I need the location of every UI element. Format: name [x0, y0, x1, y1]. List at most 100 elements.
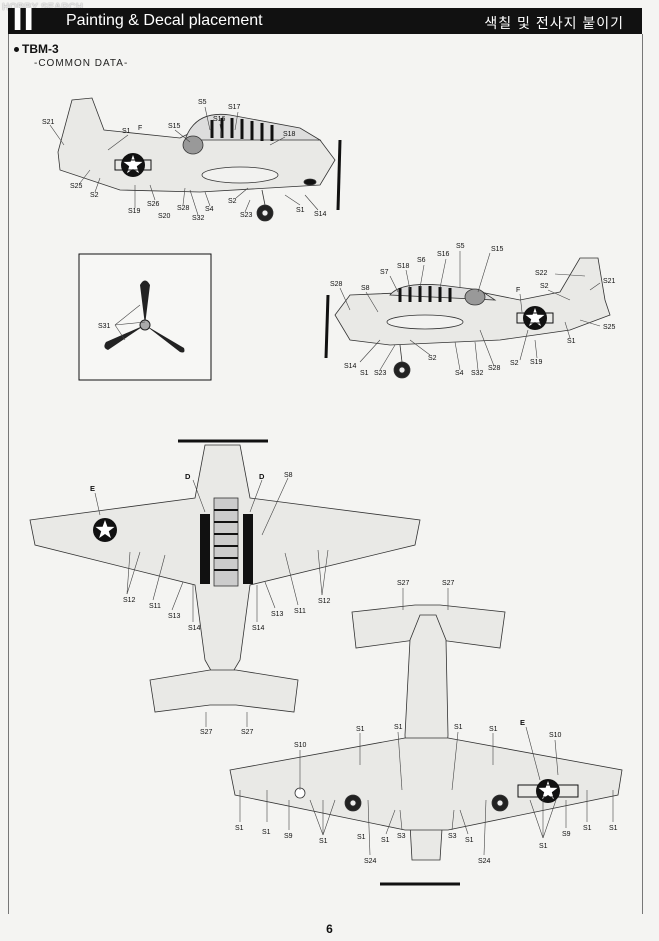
label-e: E — [90, 484, 95, 493]
label-s2b: S2 — [228, 198, 237, 205]
label-s17: S17 — [228, 104, 241, 111]
label-s1-j: S1 — [539, 843, 548, 850]
label-s14: S14 — [344, 363, 357, 370]
label-s21: S21 — [603, 278, 616, 285]
label-s1-l: S1 — [609, 825, 618, 832]
label-s1-k: S1 — [583, 825, 592, 832]
top-view-labels: D D S8 E S12 S11 S13 S14 S14 S13 S11 S12… — [90, 472, 331, 736]
wing-star-top — [93, 518, 117, 542]
label-s1-e: S1 — [235, 825, 244, 832]
label-s28b: S28 — [488, 365, 501, 372]
label-e: E — [520, 718, 525, 727]
label-s5: S5 — [456, 243, 465, 250]
label-s3b: S3 — [448, 833, 457, 840]
insignia-bar-outline — [517, 784, 579, 798]
label-s1-b: S1 — [394, 724, 403, 731]
label-s1-a: S1 — [356, 726, 365, 733]
label-s12b: S12 — [318, 598, 331, 605]
label-s1-f: S1 — [262, 829, 271, 836]
label-s28: S28 — [177, 205, 190, 212]
label-s1-d: S1 — [489, 726, 498, 733]
label-s27b: S27 — [241, 729, 254, 736]
label-s5: S5 — [198, 99, 207, 106]
bottom-view-aircraft — [229, 604, 623, 886]
label-s13: S13 — [168, 613, 181, 620]
label-s10b: S10 — [549, 732, 562, 739]
label-s16: S16 — [437, 251, 450, 258]
label-s27: S27 — [397, 580, 410, 587]
label-s1-c: S1 — [454, 724, 463, 731]
label-s2b: S2 — [428, 355, 437, 362]
label-s1-h: S1 — [381, 837, 390, 844]
label-s12: S12 — [123, 597, 136, 604]
label-s13b: S13 — [271, 611, 284, 618]
label-s1: S1 — [567, 338, 576, 345]
label-s6: S6 — [417, 257, 426, 264]
label-s7: S7 — [380, 269, 389, 276]
propeller-leader-lines — [114, 304, 146, 341]
label-s27: S27 — [200, 729, 213, 736]
label-s2c: S2 — [510, 360, 519, 367]
label-s24: S24 — [364, 858, 377, 865]
label-s1-m: S1 — [357, 834, 366, 841]
bottom-view-labels: S27 S27 S1 S1 S1 S1 S10 E S10 S1 S1 S9 S… — [235, 580, 618, 865]
side-view-right-profile — [324, 257, 611, 379]
wing-star-bottom — [536, 779, 560, 803]
label-s25: S25 — [70, 183, 83, 190]
label-s20: S20 — [158, 213, 171, 220]
label-s27b: S27 — [442, 580, 455, 587]
label-s19: S19 — [530, 359, 543, 366]
page-frame — [8, 34, 643, 914]
common-data-subtitle: -COMMON DATA- — [34, 58, 129, 69]
label-s25: S25 — [603, 324, 616, 331]
label-f: F — [138, 125, 142, 132]
national-insignia-star — [121, 153, 145, 177]
label-s14: S14 — [188, 625, 201, 632]
section-title-korean: 색칠 및 전사지 붙이기 — [484, 15, 624, 31]
side-view-left-profile — [57, 97, 342, 222]
label-s23: S23 — [240, 212, 253, 219]
label-s16: S16 — [213, 116, 226, 123]
national-insignia-star-right — [523, 306, 547, 330]
label-s8: S8 — [284, 472, 293, 479]
label-s15: S15 — [168, 123, 181, 130]
label-s19: S19 — [128, 208, 141, 215]
label-s1b: S1 — [296, 207, 305, 214]
label-s18: S18 — [283, 131, 296, 138]
label-s2: S2 — [90, 192, 99, 199]
label-s4: S4 — [455, 370, 464, 377]
label-s28: S28 — [330, 281, 343, 288]
label-s1-g: S1 — [319, 838, 328, 845]
top-view-leader-lines — [94, 477, 329, 727]
label-s14: S14 — [314, 211, 327, 218]
section-title-english: Painting & Decal placement — [66, 12, 263, 29]
view1-leader-lines — [49, 106, 319, 216]
label-s22: S22 — [535, 270, 548, 277]
section-number: II — [12, 3, 35, 38]
label-s26: S26 — [147, 201, 160, 208]
label-s2: S2 — [540, 283, 549, 290]
stripe-d-left — [200, 514, 210, 584]
propeller-drawing — [104, 280, 185, 353]
label-s24b: S24 — [478, 858, 491, 865]
label-f: F — [516, 287, 520, 294]
label-d-right: D — [259, 472, 265, 481]
label-s14b: S14 — [252, 625, 265, 632]
page-number: 6 — [326, 922, 333, 936]
label-s8: S8 — [361, 285, 370, 292]
label-d-left: D — [185, 472, 191, 481]
label-s1b: S1 — [360, 370, 369, 377]
bottom-view-leader-lines — [239, 588, 614, 856]
view1-labels: S21 S1 F S15 S5 S16 S17 S18 S25 S2 S19 S… — [42, 99, 327, 222]
aircraft-name: TBM-3 — [22, 42, 59, 56]
label-s11b: S11 — [294, 608, 306, 615]
view2-leader-lines — [339, 251, 601, 371]
label-s1-i: S1 — [465, 837, 474, 844]
label-s11: S11 — [149, 603, 161, 610]
label-s18: S18 — [397, 263, 410, 270]
label-s9: S9 — [284, 833, 293, 840]
label-s3: S3 — [397, 833, 406, 840]
label-s4: S4 — [205, 206, 214, 213]
view2-labels: S28 S8 S7 S18 S6 S16 S5 S15 S22 S21 F S2… — [330, 243, 616, 377]
